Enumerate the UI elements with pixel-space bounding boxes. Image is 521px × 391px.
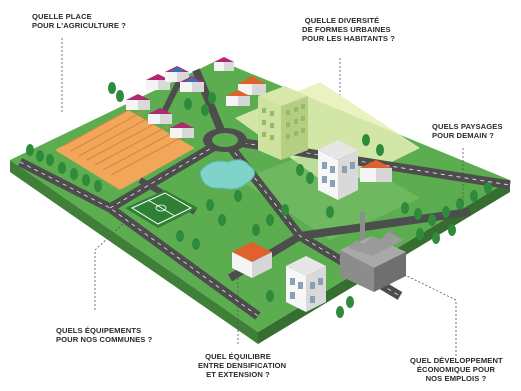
question-agriculture: QUELLE PLACE POUR L'AGRICULTURE ?	[32, 12, 126, 30]
houses-orange-top	[226, 76, 266, 106]
question-economy-line3: NOS EMPLOIS ?	[425, 374, 487, 383]
townhouse-right	[318, 140, 392, 200]
leader-lines	[61, 38, 464, 356]
question-agriculture-line1: QUELLE PLACE	[32, 12, 92, 21]
factory	[340, 212, 406, 292]
question-landscapes: QUELS PAYSAGES POUR DEMAIN ?	[432, 122, 503, 140]
pond	[199, 159, 255, 190]
question-landscapes-line2: POUR DEMAIN ?	[432, 131, 495, 140]
houses-purple	[126, 57, 234, 138]
question-equipment: QUELS ÉQUIPEMENTS POUR NOS COMMUNES ?	[56, 326, 153, 344]
question-economy-line1: QUEL DÉVELOPPEMENT	[410, 356, 503, 365]
ground-side	[10, 160, 258, 344]
question-balance-line2: ENTRE DENSIFICATION	[198, 361, 287, 370]
question-economy-line2: ÉCONOMIQUE POUR	[416, 365, 496, 374]
question-balance-line1: QUEL ÉQUILIBRE	[205, 352, 271, 361]
question-balance-line3: ET EXTENSION ?	[206, 370, 270, 379]
question-urban-forms-line1: QUELLE DIVERSITÉ	[304, 16, 380, 25]
question-urban-forms: QUELLE DIVERSITÉ DE FORMES URBAINES POUR…	[302, 16, 395, 43]
question-economy: QUEL DÉVELOPPEMENT ÉCONOMIQUE POUR NOS E…	[410, 356, 503, 383]
trees	[26, 82, 492, 318]
question-equipment-line1: QUELS ÉQUIPEMENTS	[56, 326, 142, 335]
question-urban-forms-line2: DE FORMES URBAINES	[302, 25, 391, 34]
townhouse-lower	[286, 256, 326, 312]
house-lower-center	[232, 242, 272, 278]
question-equipment-line2: POUR NOS COMMUNES ?	[56, 335, 153, 344]
apartment-block	[258, 86, 308, 160]
question-landscapes-line1: QUELS PAYSAGES	[432, 122, 503, 131]
football-pitch	[125, 190, 198, 228]
question-urban-forms-line3: POUR LES HABITANTS ?	[302, 34, 395, 43]
question-agriculture-line2: POUR L'AGRICULTURE ?	[32, 21, 126, 30]
question-balance: QUEL ÉQUILIBRE ENTRE DENSIFICATION ET EX…	[198, 352, 287, 379]
